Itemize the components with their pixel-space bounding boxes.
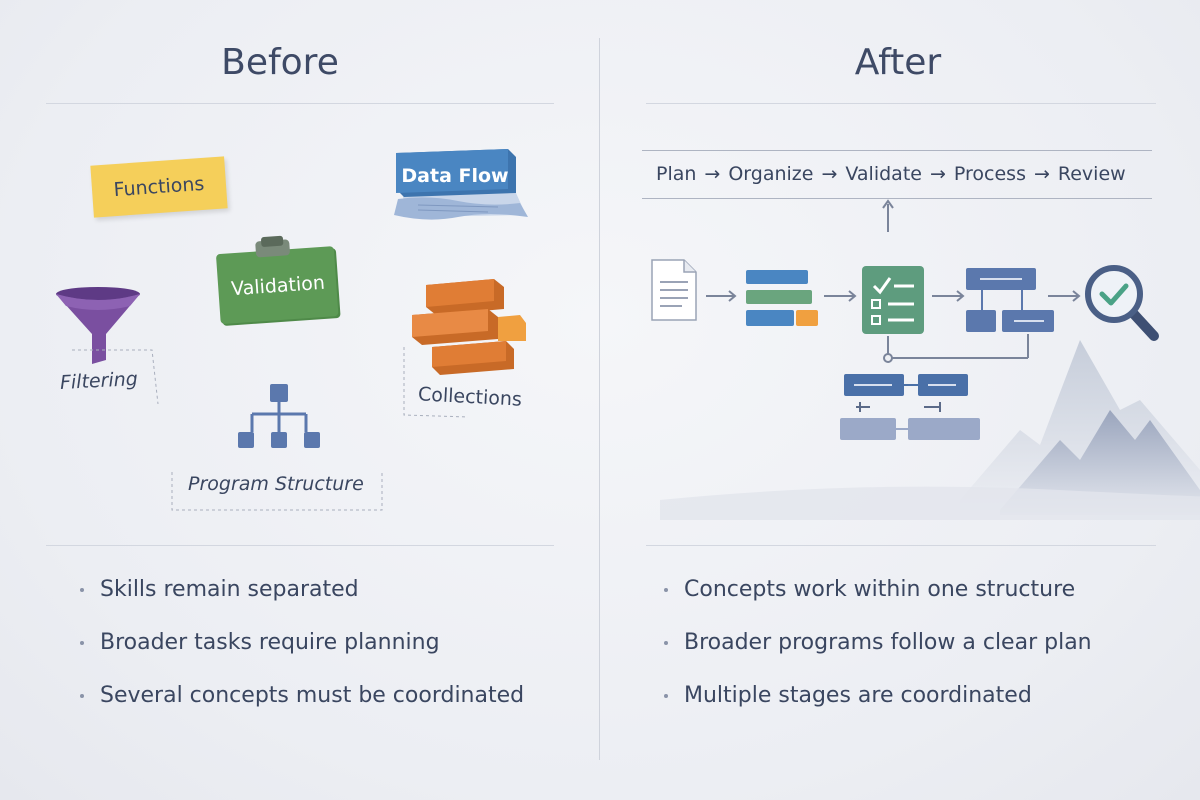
flow-top-line [642,150,1152,151]
before-bullet-text: Several concepts must be coordinated [100,683,525,708]
flow-step-review: Review [1057,163,1126,185]
bullet-dot [664,640,668,645]
before-top-rule [46,103,554,104]
after-heading: After [854,42,942,83]
up-arrow-icon [882,199,894,232]
checklist-icon [862,266,924,334]
after-top-rule [646,103,1156,104]
bullet-dot [664,693,668,698]
flow-step-plan: Plan [656,163,697,185]
after-bullet: Concepts work within one structure [664,577,1075,602]
data-flow-label: Data Flow [401,165,509,187]
magnifier-check-icon [1085,265,1159,341]
flow-step-organize: Organize [728,163,814,185]
functions-note: Functions [90,156,228,218]
sub-flowchart-icon [840,374,980,440]
before-bullet: Several concepts must be coordinated [80,683,524,708]
before-bullet: Broader tasks require planning [80,630,440,655]
flow-arrow: → [1033,163,1050,185]
connector-line [883,334,1029,363]
bullet-dot [80,693,84,698]
after-bullet: Broader programs follow a clear plan [664,630,1092,655]
functions-label: Functions [112,172,206,202]
before-bottom-rule [46,545,554,546]
after-bullet: Multiple stages are coordinated [664,683,1032,708]
data-flow-icon [394,149,528,220]
flow-step-process: Process [953,163,1026,185]
after-bullet-text: Multiple stages are coordinated [684,683,1032,708]
flow-arrow: → [929,163,946,185]
after-bullet-text: Broader programs follow a clear plan [684,630,1092,655]
center-divider [599,38,600,760]
flow-arrows [706,290,1081,302]
funnel-icon [56,287,159,405]
validation-icon [216,235,341,326]
stacked-bars-icon [746,270,818,326]
bullet-dot [664,587,668,592]
flow-arrow: → [821,163,838,185]
bricks-icon [403,279,526,418]
program-structure-frame [171,472,383,511]
flow-steps: Plan → Organize → Validate → Process → R… [656,163,1126,185]
before-bullet-text: Skills remain separated [100,577,359,602]
filtering-label: Filtering [59,367,139,395]
bullet-dot [80,587,84,592]
before-bullet-text: Broader tasks require planning [100,630,440,655]
hierarchy-icon [238,384,320,448]
before-bullet: Skills remain separated [80,577,359,602]
flow-arrow: → [704,163,721,185]
document-icon [651,259,697,321]
flow-step-validate: Validate [845,163,922,185]
mountain-icon [660,340,1200,520]
program-structure-label: Program Structure [188,473,364,495]
flowchart-icon [966,268,1054,332]
after-bottom-rule [646,545,1156,546]
flow-bottom-line [642,198,1152,199]
bullet-dot [80,640,84,645]
after-bullet-text: Concepts work within one structure [684,577,1076,602]
before-heading: Before [221,42,339,83]
